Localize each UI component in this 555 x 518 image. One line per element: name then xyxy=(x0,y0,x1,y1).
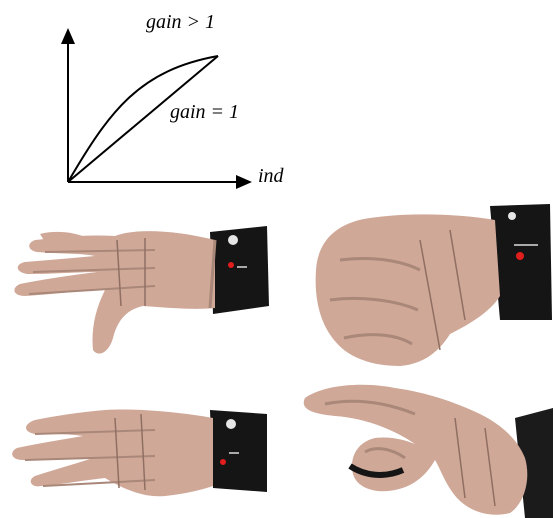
gain-equal-one-line xyxy=(67,55,219,183)
x-axis-arrowhead xyxy=(236,175,252,189)
glove-photo-open-hand xyxy=(14,226,269,354)
glove-photo-pinch xyxy=(303,384,553,518)
glove-photo-flat-hand xyxy=(12,409,267,497)
open-hand-glove-icon xyxy=(14,226,269,354)
pinch-glove-icon xyxy=(303,384,553,518)
flat-hand-glove-icon xyxy=(12,409,267,497)
gain-diagram: gain > 1 gain = 1 ind xyxy=(61,11,285,189)
gain-greater-one-curve xyxy=(67,55,219,183)
label-gain-greater: gain > 1 xyxy=(146,11,215,33)
fist-glove-icon xyxy=(315,204,552,366)
glove-photo-fist xyxy=(315,204,552,366)
y-axis-arrowhead xyxy=(61,28,75,44)
label-gain-equal: gain = 1 xyxy=(170,101,239,123)
label-x-axis: ind xyxy=(258,165,285,187)
